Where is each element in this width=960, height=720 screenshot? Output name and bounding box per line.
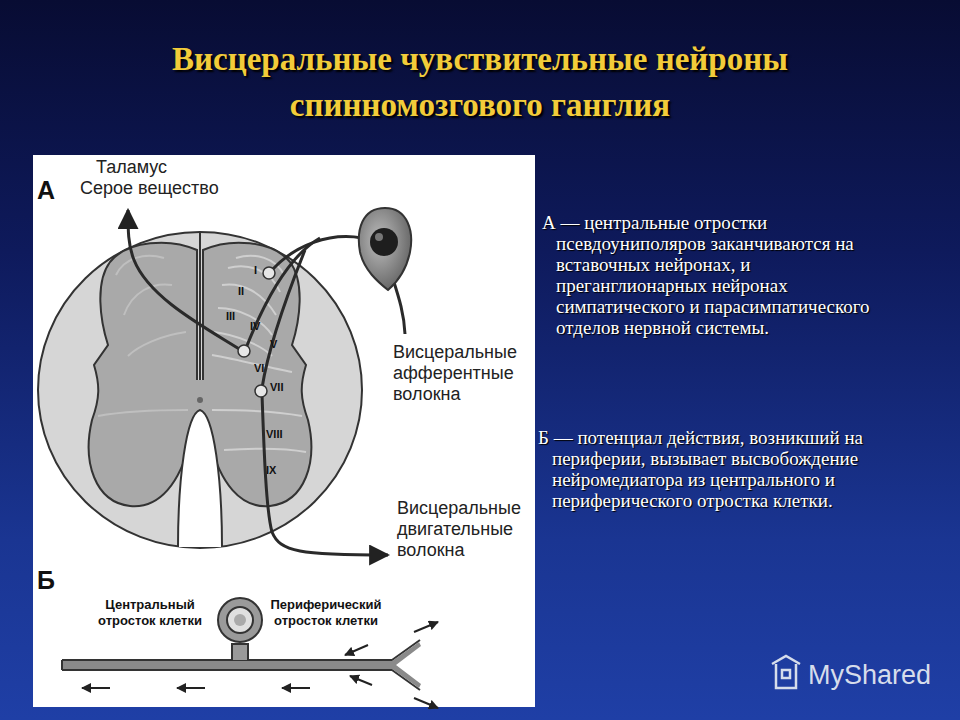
ventral-fissure [178,410,222,547]
process-label: Периферический отросток клетки [262,597,390,629]
watermark-icon [772,656,800,688]
structure-label: Таламус [96,157,206,178]
watermark: MyShared [808,660,948,690]
synapse-dot [238,267,275,397]
dorsal-fissure [199,233,201,380]
pseudounipolar-neuron [62,598,438,708]
fiber-label: Висцеральные двигательные волокна [397,498,533,561]
lamina-number: VIII [266,428,296,440]
structure-label: Серое вещество [80,178,230,199]
lamina-number: V [270,338,284,350]
ganglion-neuron [359,208,411,290]
fiber-label: Висцеральные афферентные волокна [393,342,533,405]
lamina-number: VI [254,362,274,374]
lamina-number: III [226,310,248,322]
panel-letter: А [37,176,67,204]
lamina-number: IV [250,320,272,332]
lamina-number: VII [270,381,296,393]
panel-letter: Б [37,566,67,594]
process-label: Центральный отросток клетки [86,597,214,629]
lamina-number: I [254,264,268,276]
caption-paragraph: А — центральные отростки псевдоуниполяро… [540,212,886,338]
spinal-cord [38,232,362,548]
caption-paragraph: Б — потенциал действия, возникший на пер… [536,427,886,511]
slide-title: Висцеральные чувствительные нейроны спин… [80,36,880,128]
figure-panel [33,155,535,707]
lamina-number: II [238,285,256,297]
lamina-number: IX [266,464,286,476]
